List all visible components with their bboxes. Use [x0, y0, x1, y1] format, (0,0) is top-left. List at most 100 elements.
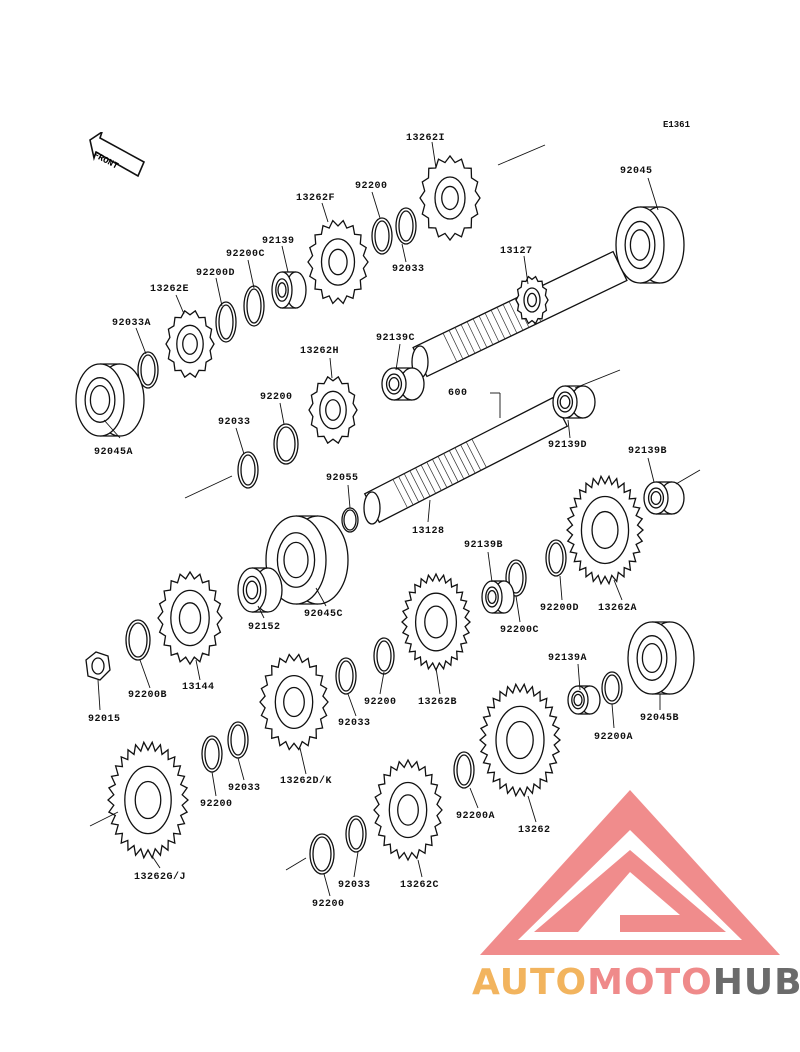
- bearing-bore: [650, 490, 662, 506]
- spline: [449, 450, 465, 480]
- part-label: 92200: [200, 799, 233, 810]
- leader-line: [431, 141, 437, 169]
- part-label: 92045A: [94, 447, 134, 458]
- spline: [502, 304, 518, 334]
- leader-line: [347, 693, 357, 717]
- brand-part-auto: AUTO: [472, 962, 588, 1003]
- leader-line: [315, 587, 327, 607]
- brand-wordmark: AUTOMOTOHUB: [472, 962, 800, 1003]
- spline: [420, 464, 436, 494]
- part-label: 92152: [248, 622, 281, 633]
- ring-inner: [508, 562, 524, 594]
- leader-line: [379, 671, 385, 695]
- leader-line: [497, 144, 546, 166]
- leader-line: [427, 499, 431, 523]
- part-label: 13262D/K: [280, 776, 333, 787]
- part-label: 92055: [326, 473, 359, 484]
- part-label: 92139A: [548, 653, 588, 664]
- ring-inner: [456, 754, 472, 786]
- leader-line: [515, 595, 521, 623]
- leader-line: [401, 243, 407, 263]
- bearing-bore: [245, 580, 259, 600]
- ring-inner: [604, 674, 620, 702]
- leader-line: [567, 419, 571, 439]
- part-label: 92033: [218, 417, 251, 428]
- part-label: 92200C: [226, 249, 266, 260]
- part-label: 92200B: [128, 690, 168, 701]
- part-label: 92045C: [304, 609, 344, 620]
- part-label: 600: [448, 388, 468, 399]
- part-label: 92200: [355, 181, 388, 192]
- spline: [472, 318, 488, 348]
- part-label: 92033: [228, 783, 261, 794]
- leader-line: [395, 343, 401, 371]
- part-label: 92200: [260, 392, 293, 403]
- spline: [484, 312, 500, 343]
- spline: [465, 441, 482, 471]
- leader-line: [329, 357, 333, 379]
- leader-line: [195, 659, 201, 681]
- gear-bore: [328, 248, 348, 276]
- leader-line: [469, 787, 479, 809]
- spline: [403, 473, 420, 503]
- part-label: 92200D: [196, 268, 236, 279]
- gear-bore: [526, 292, 538, 308]
- bearing-bore: [487, 589, 497, 605]
- shaft-end: [363, 491, 381, 525]
- part-label: 92015: [88, 714, 121, 725]
- part-label: 13262F: [296, 193, 336, 204]
- ring-inner: [548, 542, 564, 574]
- part-label: 92200D: [540, 603, 580, 614]
- gear-bore: [134, 780, 162, 820]
- part-label: 92139B: [464, 540, 504, 551]
- part-label: 13127: [500, 246, 533, 257]
- leader-line: [559, 575, 563, 601]
- ring-inner: [204, 738, 220, 770]
- ring-inner: [230, 724, 246, 756]
- ring-inner: [338, 660, 354, 692]
- gear-bore: [506, 720, 534, 760]
- leader-line: [323, 873, 331, 897]
- shaft: [363, 396, 569, 524]
- spline: [442, 333, 458, 363]
- part-label: 92200: [312, 899, 345, 910]
- bearing-bore: [629, 229, 651, 261]
- ring-inner: [218, 304, 234, 340]
- automotohub-logo-icon: [480, 790, 780, 955]
- part-label: 13262B: [418, 697, 458, 708]
- leader-line: [237, 757, 245, 781]
- gear-bore: [591, 510, 619, 550]
- bearing-bore: [559, 394, 571, 410]
- spline: [460, 324, 476, 354]
- gear-bore: [325, 399, 341, 421]
- leader-line: [279, 402, 285, 425]
- leader-line: [97, 679, 101, 711]
- bearing-bore: [388, 376, 400, 392]
- shaft: [412, 250, 628, 378]
- bearing-bore: [641, 642, 663, 674]
- leader-line: [647, 177, 659, 211]
- brand-part-hub: HUB: [712, 962, 800, 1003]
- spline: [508, 301, 524, 331]
- ring-inner: [376, 640, 392, 672]
- ring-inner: [343, 509, 357, 531]
- ring-inner: [246, 288, 262, 324]
- ring-inner: [374, 220, 390, 252]
- leader-line: [139, 659, 151, 689]
- part-label: 13262C: [400, 880, 440, 891]
- part-label: 13262I: [406, 133, 446, 144]
- gear-bore: [397, 794, 419, 826]
- leader-line: [353, 851, 359, 878]
- leader-line: [347, 484, 351, 509]
- front-arrow-icon: [89, 132, 146, 178]
- leader-line: [184, 475, 233, 499]
- leader-line: [611, 703, 615, 729]
- leader-line: [103, 419, 121, 439]
- part-label: 13262: [518, 825, 551, 836]
- leader-line: [175, 294, 185, 315]
- ring-inner: [276, 426, 296, 462]
- part-label: 92033: [338, 880, 371, 891]
- spline: [409, 470, 425, 500]
- diagram-code: E1361: [662, 120, 690, 130]
